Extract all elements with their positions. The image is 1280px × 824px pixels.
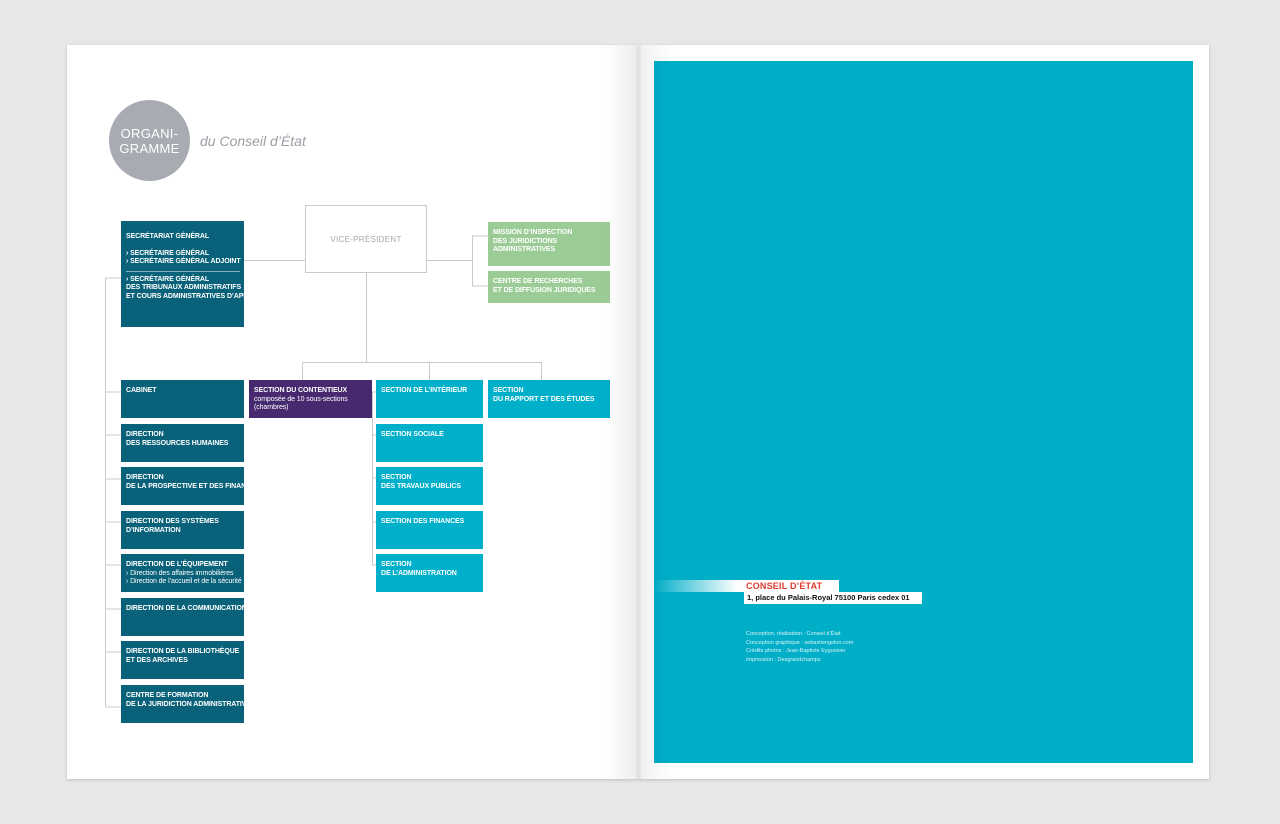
secretariat-item-1: › SECRÉTAIRE GÉNÉRAL (126, 250, 240, 259)
section-contentieux-desc-1: composée de 10 sous-sections (254, 395, 348, 403)
centre-recherches-box: CENTRE DE RECHERCHES ET DE DIFFUSION JUR… (488, 271, 610, 303)
section-travaux-line-1: SECTION (381, 474, 412, 481)
direction-bibliotheque-line-2: ET DES ARCHIVES (126, 656, 188, 664)
arrow-icon: › (126, 569, 131, 577)
page-subtitle: du Conseil d’État (200, 133, 306, 149)
secretariat-item-1-label: SECRÉTAIRE GÉNÉRAL (130, 249, 210, 257)
direction-systemes-line-1: DIRECTION DES SYSTÈMES (126, 518, 219, 525)
credit-line-3: Crédits photos : Jean-Baptiste Eyguesier (746, 648, 846, 654)
direction-equipement-title: DIRECTION DE L’ÉQUIPEMENT (126, 561, 228, 568)
circle-line-2: GRAMME (119, 140, 180, 156)
section-travaux-box: SECTION DES TRAVAUX PUBLICS (376, 467, 483, 505)
mission-inspection-line-2: DES JURIDICTIONS (493, 237, 558, 245)
section-travaux-line-2: DES TRAVAUX PUBLICS (381, 482, 461, 490)
direction-prospective-line-1: DIRECTION (126, 474, 164, 481)
section-finances-label: SECTION DES FINANCES (381, 518, 465, 525)
mission-inspection-box: MISSION D’INSPECTION DES JURIDICTIONS AD… (488, 222, 610, 266)
section-administration-box: SECTION DE L’ADMINISTRATION (376, 554, 483, 592)
mission-inspection-line-1: MISSION D’INSPECTION (493, 229, 573, 236)
credit-line-2: Conception graphique : sebastiengelon.co… (746, 639, 854, 646)
arrow-icon: › (126, 258, 131, 265)
secretariat-sub-3: ET COURS ADMINISTRATIVES D’APPEL (126, 292, 257, 300)
direction-rh-line-2: DES RESSOURCES HUMAINES (126, 439, 229, 447)
section-sociale-label: SECTION SOCIALE (381, 431, 444, 438)
connector-directions-trunk (105, 277, 121, 708)
vice-president-box: VICE-PRÉSIDENT (305, 205, 427, 273)
section-contentieux-box: SECTION DU CONTENTIEUX composée de 10 so… (249, 380, 372, 418)
arrow-icon: › (126, 249, 131, 257)
section-contentieux-desc-2: (chambres) (254, 404, 289, 411)
arrow-icon: › (126, 275, 131, 283)
organigramme-circle: ORGANI- GRAMME (109, 100, 190, 181)
secretariat-sub-1-label: SECRÉTAIRE GÉNÉRAL (130, 275, 210, 283)
section-finances-box: SECTION DES FINANCES (376, 511, 483, 549)
section-sociale-box: SECTION SOCIALE (376, 424, 483, 462)
cabinet-box: CABINET (121, 380, 244, 418)
direction-equipement-item-1: › Direction des affaires immobilières (126, 570, 240, 579)
direction-bibliotheque-box: DIRECTION DE LA BIBLIOTHÈQUE ET DES ARCH… (121, 641, 244, 679)
equipement-item-1-label: Direction des affaires immobilières (130, 569, 234, 577)
centre-formation-line-1: CENTRE DE FORMATION (126, 692, 209, 699)
secretariat-item-2-label: SECRÉTAIRE GÉNÉRAL ADJOINT (130, 258, 241, 265)
secretariat-divider (126, 270, 240, 272)
secretariat-sub-2: DES TRIBUNAUX ADMINISTRATIFS (126, 284, 242, 291)
credits-block: Conception, réalisation : Conseil d’État… (746, 630, 853, 664)
direction-equipement-item-2: › Direction de l’accueil et de la sécuri… (126, 578, 242, 587)
direction-communication-box: DIRECTION DE LA COMMUNICATION (121, 598, 247, 636)
vice-president-label: VICE-PRÉSIDENT (330, 234, 402, 244)
section-rapport-line-1: SECTION (493, 387, 524, 394)
cabinet-label: CABINET (126, 387, 157, 394)
direction-prospective-line-2: DE LA PROSPECTIVE ET DES FINANCES (126, 482, 261, 490)
mission-inspection-line-3: ADMINISTRATIVES (493, 246, 556, 253)
centre-recherches-line-2: ET DE DIFFUSION JURIDIQUES (493, 286, 596, 294)
direction-systemes-box: DIRECTION DES SYSTÈMES D’INFORMATION (121, 511, 244, 549)
direction-equipement-box: DIRECTION DE L’ÉQUIPEMENT › Direction de… (121, 554, 244, 592)
back-cover-panel (654, 61, 1193, 763)
arrow-icon: › (126, 578, 131, 585)
direction-communication-label: DIRECTION DE LA COMMUNICATION (126, 605, 247, 612)
section-contentieux-title: SECTION DU CONTENTIEUX (254, 387, 348, 394)
brand-name: CONSEIL D’ÉTAT (746, 581, 823, 591)
connector-vp-sections (302, 273, 542, 380)
secretariat-item-2: › SECRÉTAIRE GÉNÉRAL ADJOINT (126, 258, 241, 267)
address-band (744, 592, 922, 604)
direction-rh-box: DIRECTION DES RESSOURCES HUMAINES (121, 424, 244, 462)
section-administration-line-2: DE L’ADMINISTRATION (381, 569, 457, 577)
direction-bibliotheque-line-1: DIRECTION DE LA BIBLIOTHÈQUE (126, 648, 240, 655)
direction-rh-line-1: DIRECTION (126, 431, 164, 438)
credit-line-1: Conception, réalisation : Conseil d’État (746, 631, 841, 637)
brand-band (654, 580, 839, 592)
secretariat-title: SECRÉTARIAT GÉNÉRAL (126, 233, 210, 240)
connector-sections-stack (372, 391, 376, 566)
section-rapport-box: SECTION DU RAPPORT ET DES ÉTUDES (488, 380, 610, 418)
direction-prospective-box: DIRECTION DE LA PROSPECTIVE ET DES FINAN… (121, 467, 261, 505)
centre-formation-line-2: DE LA JURIDICTION ADMINISTRATIVE (126, 700, 251, 708)
secretariat-general-box: SECRÉTARIAT GÉNÉRAL › SECRÉTAIRE GÉNÉRAL… (121, 221, 257, 327)
circle-line-1: ORGANI- (120, 125, 179, 141)
secretariat-sub-1: › SECRÉTAIRE GÉNÉRAL (126, 276, 240, 285)
credit-line-4: Impression : Desgrandchamps (746, 656, 821, 663)
section-interieur-box: SECTION DE L’INTÉRIEUR (376, 380, 483, 418)
centre-formation-box: CENTRE DE FORMATION DE LA JURIDICTION AD… (121, 685, 251, 723)
section-administration-line-1: SECTION (381, 561, 412, 568)
section-interieur-label: SECTION DE L’INTÉRIEUR (381, 387, 468, 394)
equipement-item-2-label: Direction de l’accueil et de la sécurité (130, 578, 242, 585)
connector-vp-missions (427, 235, 488, 287)
direction-systemes-line-2: D’INFORMATION (126, 526, 181, 534)
address-text: 1, place du Palais-Royal 75100 Paris ced… (747, 593, 910, 602)
centre-recherches-line-1: CENTRE DE RECHERCHES (493, 278, 583, 285)
section-rapport-line-2: DU RAPPORT ET DES ÉTUDES (493, 395, 595, 403)
